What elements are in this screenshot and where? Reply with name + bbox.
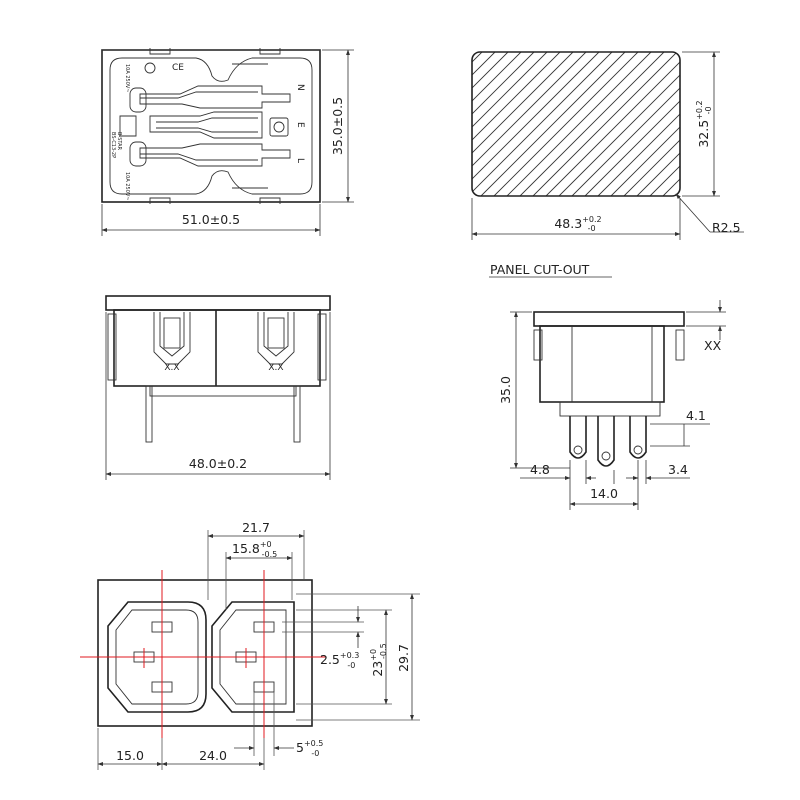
center-lines — [80, 570, 326, 738]
rating-top-text: 10A 250V~ — [124, 64, 130, 93]
top-view: B-STAR BS-C13-2P 10A 250V~ 10A 250V~ CE … — [101, 48, 354, 236]
bottom-dim-15-0: 15.0 — [116, 748, 144, 763]
front-xx-right: X.X — [268, 363, 283, 373]
hatch-line — [558, 52, 680, 196]
hatch-line — [472, 52, 574, 196]
hatch-line — [597, 52, 680, 196]
side-terminals — [569, 416, 647, 467]
hatch-line — [519, 52, 665, 196]
hatch-line — [649, 52, 680, 196]
hatch-line — [702, 52, 800, 196]
hatch-line — [545, 52, 680, 196]
terminal-strips — [119, 62, 291, 189]
hatch-line — [472, 52, 496, 196]
hatch-line — [472, 52, 522, 196]
bottom-view: 21.7 15.8+0-0.5 29.7 23+0-0.5 2.5+0.3-0 … — [80, 520, 420, 770]
cutout-hatching — [325, 52, 800, 196]
hatch-line — [636, 52, 680, 196]
hatch-line — [571, 52, 680, 196]
side-xx-dim: XX — [704, 338, 722, 353]
hatch-line — [610, 52, 680, 196]
side-view: 35.0 XX 4.1 4.8 3.4 14.0 — [498, 300, 726, 510]
bottom-dim-23: 23+0-0.5 — [369, 643, 388, 676]
hatch-line — [506, 52, 652, 196]
ce-mark: CE — [172, 63, 184, 73]
bottom-dim-29-7: 29.7 — [396, 644, 411, 672]
hatch-line — [662, 52, 680, 196]
cutout-width-dim: 48.3+0.2-0 — [554, 215, 601, 233]
hatch-line — [325, 52, 469, 196]
hatch-line — [472, 52, 587, 196]
cutout-title: PANEL CUT-OUT — [490, 262, 590, 277]
side-height-dim: 35.0 — [498, 376, 513, 404]
side-dim-14-0: 14.0 — [590, 486, 618, 501]
hatch-line — [584, 52, 680, 196]
hatch-line — [472, 52, 613, 196]
rating-bottom-text: 10A 250V~ — [124, 172, 130, 201]
bottom-dim-2-5: 2.5+0.3-0 — [320, 651, 359, 670]
hatch-line — [532, 52, 678, 196]
side-dim-4-1: 4.1 — [686, 408, 706, 423]
bottom-dim-5: 5+0.5-0 — [296, 739, 323, 758]
hatch-line — [472, 52, 483, 196]
front-width-dim: 48.0±0.2 — [189, 456, 247, 471]
hatch-line — [623, 52, 680, 196]
hatch-line — [480, 52, 626, 196]
brand-text: B-STAR — [116, 132, 122, 150]
top-height-dim: 35.0±0.5 — [330, 97, 345, 155]
cutout-height-dim: 32.5+0.2-0 — [695, 100, 713, 147]
bottom-dim-21-7: 21.7 — [242, 520, 270, 535]
bottom-dim-24-0: 24.0 — [199, 748, 227, 763]
side-dim-3-4: 3.4 — [668, 462, 688, 477]
hatch-line — [472, 52, 535, 196]
model-text: BS-C13-2P — [110, 132, 116, 158]
hatch-line — [675, 52, 680, 196]
cutout-radius-dim: R2.5 — [712, 220, 741, 235]
hatch-line — [493, 52, 639, 196]
panel-cutout: 32.5+0.2-0 48.3+0.2-0 R2.5 PANEL CUT-OUT — [325, 51, 800, 278]
front-xx-left: X.X — [164, 363, 179, 373]
top-width-dim: 51.0±0.5 — [182, 212, 240, 227]
bottom-dim-15-8: 15.8+0-0.5 — [232, 540, 277, 559]
hatch-line — [472, 52, 548, 196]
terminal-label-l: L — [295, 158, 305, 163]
front-view: X.X X.X 48.0±0.2 — [105, 295, 331, 480]
hatch-line — [472, 52, 509, 196]
hatch-line — [472, 52, 600, 196]
side-dim-4-8: 4.8 — [530, 462, 550, 477]
terminal-label-e: E — [295, 122, 305, 128]
terminal-label-n: N — [295, 84, 305, 91]
hatch-line — [472, 52, 561, 196]
